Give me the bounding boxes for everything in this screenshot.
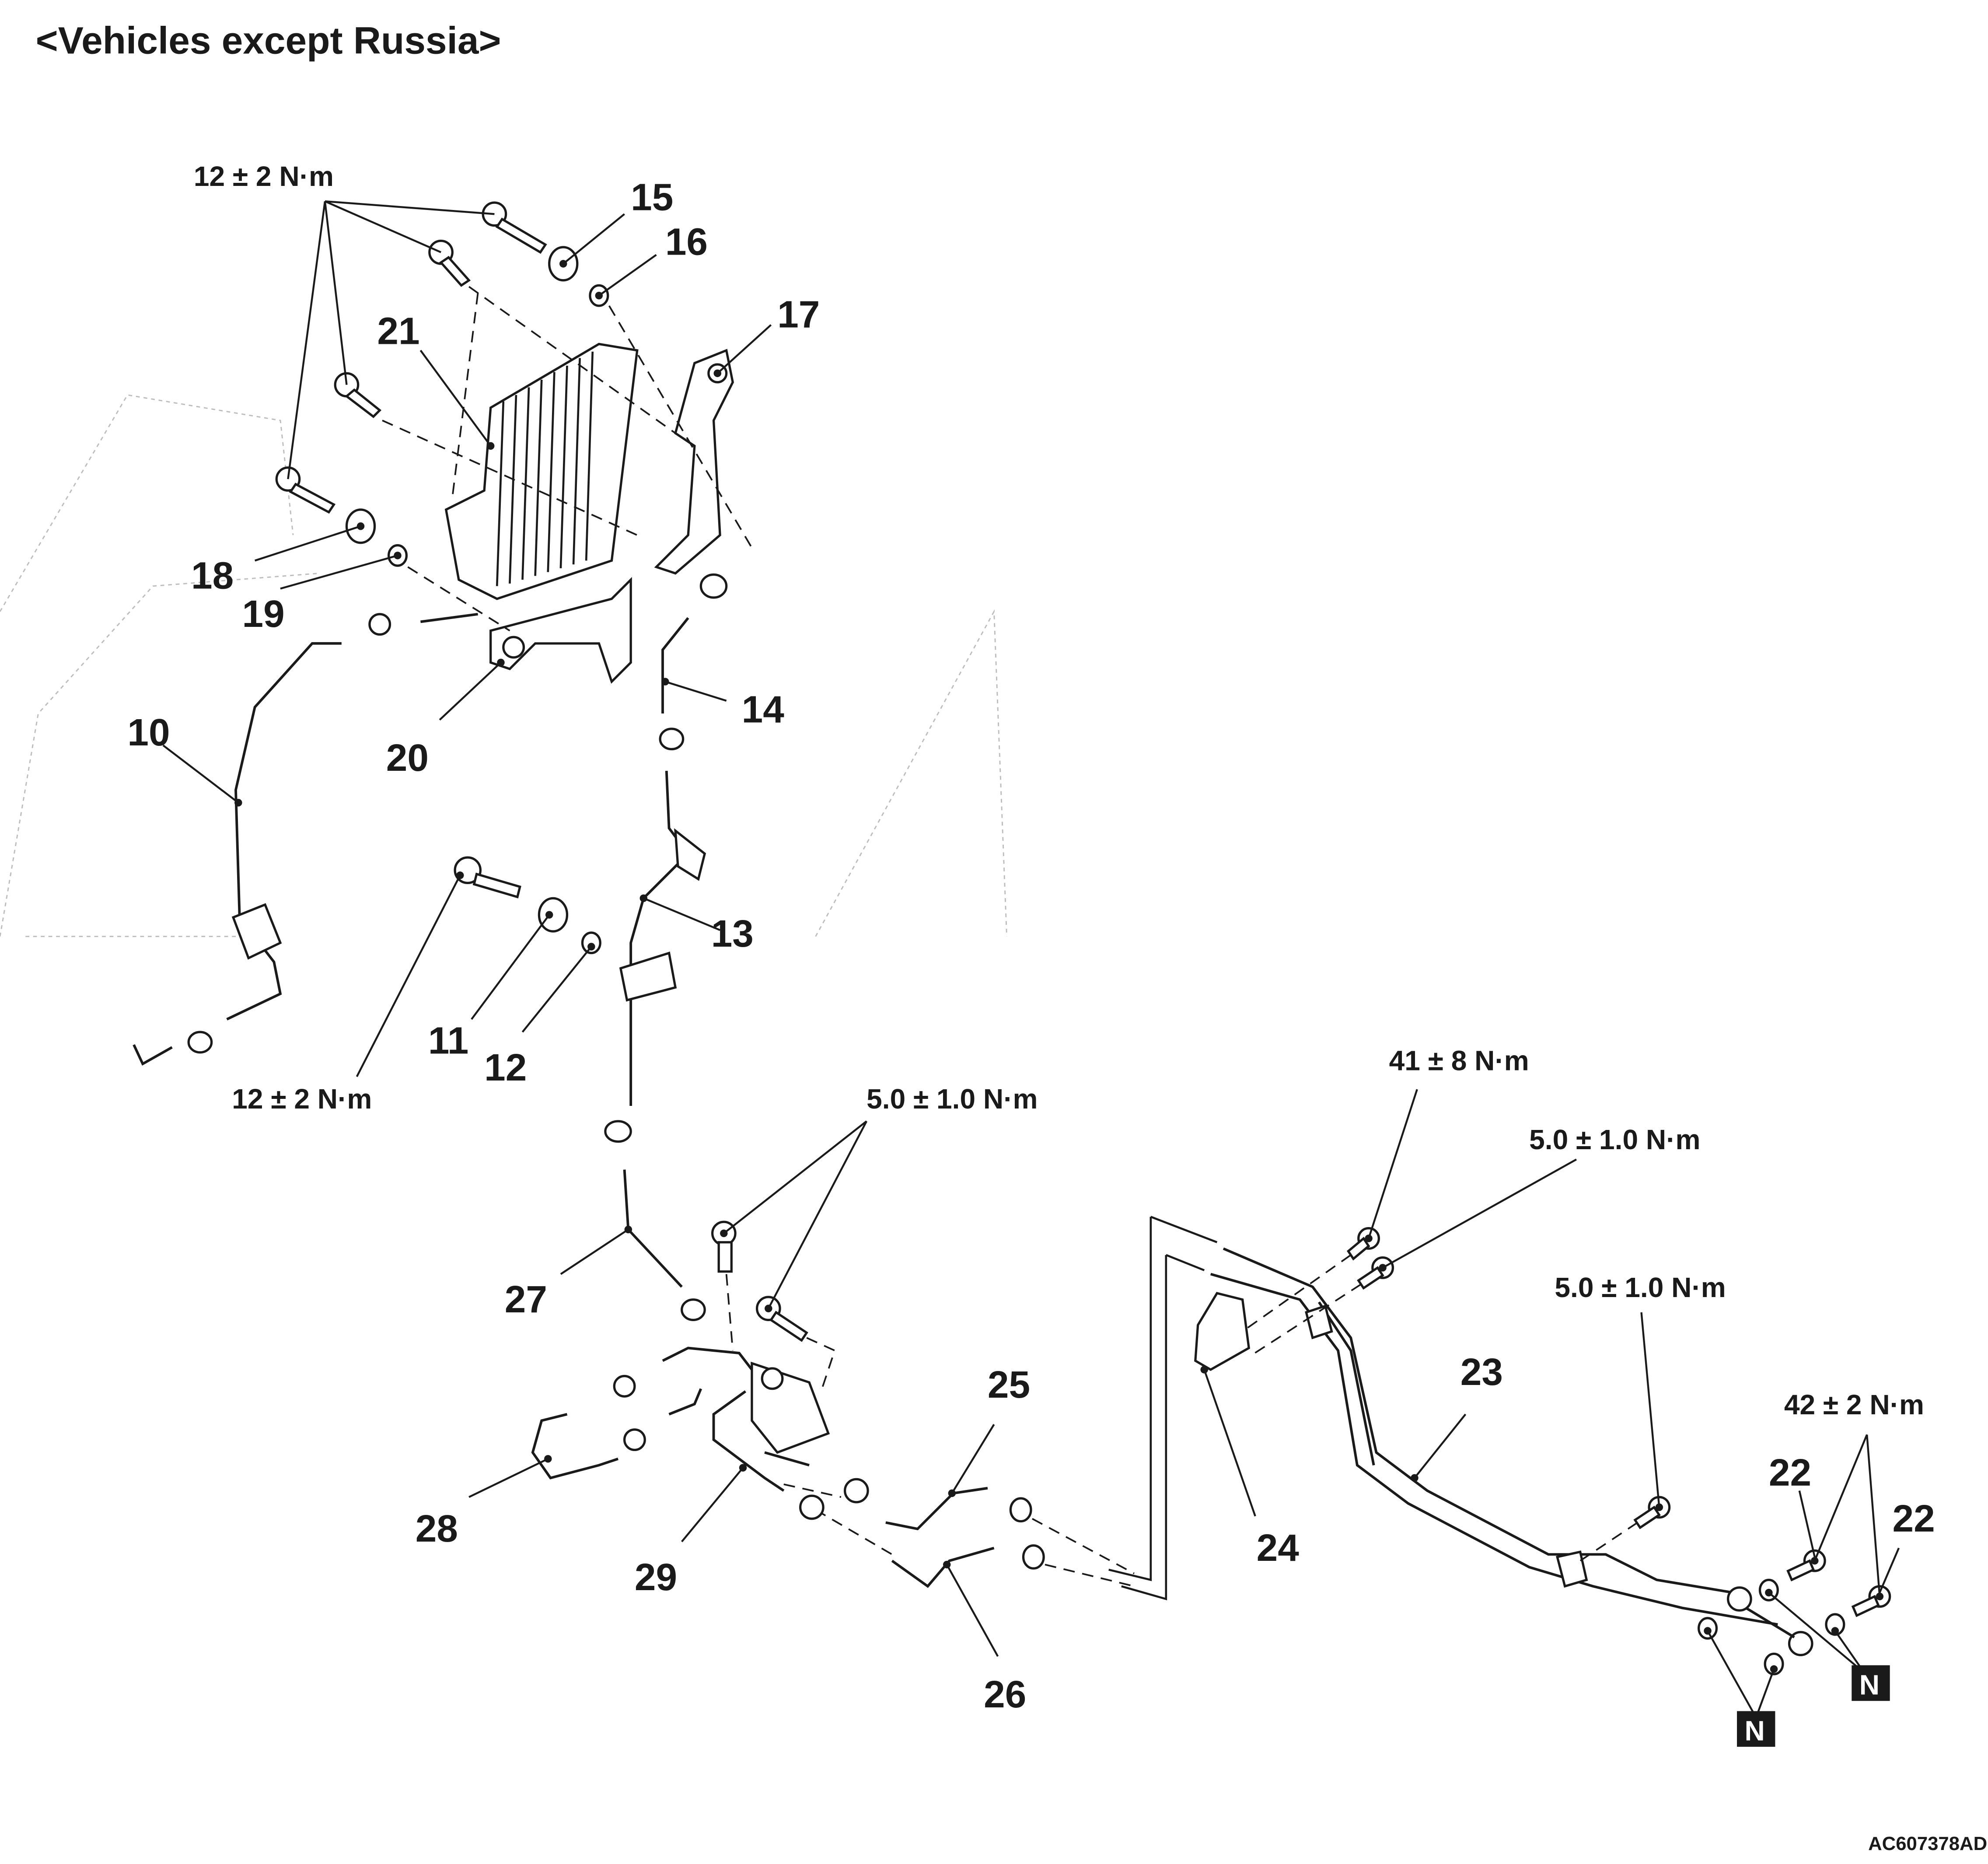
bolt-top-1 xyxy=(482,201,547,254)
clamp-pipe-10 xyxy=(187,1031,213,1054)
non-reusable-marker-right-text: N xyxy=(1859,1669,1880,1701)
gasket-4 xyxy=(1764,1652,1784,1675)
bolt-valve-top xyxy=(711,1221,737,1273)
banjo-fitting-upper xyxy=(1727,1586,1752,1612)
bracket-17 xyxy=(654,349,734,575)
callout-26: 26 xyxy=(984,1673,1026,1716)
oil-cooler-assembly xyxy=(275,201,753,751)
torque-label-cooler-bolts: 12 ± 2 N·m xyxy=(194,161,334,192)
thermo-valve-cap xyxy=(761,1367,784,1390)
callout-12: 12 xyxy=(484,1046,527,1089)
callout-10: 10 xyxy=(127,711,170,754)
non-reusable-marker-left-text: N xyxy=(1745,1715,1765,1746)
callout-11: 11 xyxy=(428,1019,468,1062)
callout-14: 14 xyxy=(742,688,785,731)
pipe-10-sleeve xyxy=(231,903,282,960)
bolt-5nm-upper xyxy=(1357,1256,1394,1290)
clamp-26-right xyxy=(1022,1544,1045,1570)
clamp-cooler-inlet xyxy=(368,613,391,636)
pipe-13 xyxy=(604,770,706,1143)
torque-label-pipe-bolt-lower: 5.0 ± 1.0 N·m xyxy=(1555,1272,1726,1303)
lower-bracket-fasteners xyxy=(454,856,601,955)
torque-label-valve-bolts: 5.0 ± 1.0 N·m xyxy=(866,1083,1038,1115)
oil-pipe-assembly-23 xyxy=(1108,1216,1813,1656)
clamp-14-upper xyxy=(699,573,728,599)
callout-13: 13 xyxy=(711,912,754,955)
bolt-41nm xyxy=(1346,1227,1380,1261)
torque-label-eye-bolts: 42 ± 2 N·m xyxy=(1784,1389,1924,1420)
callout-24: 24 xyxy=(1257,1526,1300,1569)
pipe-clip-upper xyxy=(1305,1304,1333,1339)
clamp-25-right xyxy=(1009,1497,1032,1523)
cooler-inlet-pipe xyxy=(420,612,478,623)
pipe-13-bracket-upper xyxy=(674,828,706,881)
clamp-14-lower xyxy=(659,727,685,751)
valve-pipe-upper xyxy=(662,1346,753,1371)
eye-bolt-22-left xyxy=(1786,1549,1826,1582)
callout-20: 20 xyxy=(386,736,429,779)
hose-28 xyxy=(531,1413,618,1479)
non-reusable-marker-left: N xyxy=(1737,1711,1775,1747)
bolt-left-2 xyxy=(275,466,336,514)
clamp-27 xyxy=(681,1298,706,1321)
callout-22-left: 22 xyxy=(1769,1451,1811,1494)
clamp-26-left xyxy=(799,1494,825,1520)
thermo-valve-group xyxy=(531,1169,836,1492)
hose-26 xyxy=(891,1546,995,1588)
hoses-25-26 xyxy=(783,1478,1135,1588)
hose-25 xyxy=(885,1486,988,1531)
torque-label-41nm: 41 ± 8 N·m xyxy=(1389,1045,1529,1077)
bolt-top-2 xyxy=(428,239,471,287)
clamp-pipe-13 xyxy=(604,1120,632,1143)
bolt-lower-left xyxy=(454,856,521,899)
valve-pipe-lower xyxy=(668,1388,702,1416)
bracket-24 xyxy=(1194,1292,1251,1371)
callout-16: 16 xyxy=(665,220,708,263)
cooler-fins xyxy=(496,351,594,586)
clamp-25-left xyxy=(844,1478,869,1504)
grommet-11 xyxy=(538,897,569,933)
callout-25: 25 xyxy=(988,1363,1030,1406)
non-reusable-marker-right: N xyxy=(1852,1665,1890,1701)
callout-23: 23 xyxy=(1460,1350,1503,1393)
clamp-28-upper xyxy=(613,1374,636,1398)
mount-outline-outer xyxy=(1108,1217,1152,1581)
callout-21: 21 xyxy=(377,309,419,352)
diagram-title: <Vehicles except Russia> xyxy=(36,19,501,62)
pipe-29 xyxy=(712,1390,785,1492)
torque-label-bracket-bolt: 12 ± 2 N·m xyxy=(232,1083,372,1115)
callout-18: 18 xyxy=(191,554,234,597)
callout-29: 29 xyxy=(635,1556,677,1598)
oil-cooler-core xyxy=(444,343,639,600)
callout-19: 19 xyxy=(242,592,285,635)
pipe-clip-lower xyxy=(1556,1550,1588,1588)
callout-15: 15 xyxy=(631,176,673,219)
pipe-10 xyxy=(133,642,342,1066)
clamp-28-lower xyxy=(623,1428,646,1451)
mount-outline-inner xyxy=(1121,1255,1167,1601)
hose-27 xyxy=(623,1169,683,1288)
ghost-vehicle-outline xyxy=(0,394,1008,937)
eye-bolt-22-right xyxy=(1851,1585,1891,1617)
callout-28: 28 xyxy=(416,1507,458,1550)
banjo-fitting-lower xyxy=(1788,1631,1813,1656)
pipe-13-bracket-lower xyxy=(619,951,677,1002)
torque-label-pipe-bolt-upper: 5.0 ± 1.0 N·m xyxy=(1529,1124,1700,1155)
bolt-5nm-lower xyxy=(1633,1496,1671,1529)
bracket-20-hole xyxy=(502,636,525,659)
bolt-valve-side xyxy=(755,1296,808,1342)
callout-27: 27 xyxy=(505,1278,547,1321)
eye-bolts-22 xyxy=(1698,1549,1891,1675)
callout-17: 17 xyxy=(777,293,820,336)
callout-22-right: 22 xyxy=(1892,1497,1935,1540)
union-fitting xyxy=(133,1044,173,1066)
bolt-left-1 xyxy=(334,372,382,418)
figure-code: AC607378AD xyxy=(1868,1833,1987,1854)
leader-lines xyxy=(162,200,1900,1718)
hose-14 xyxy=(661,617,689,714)
